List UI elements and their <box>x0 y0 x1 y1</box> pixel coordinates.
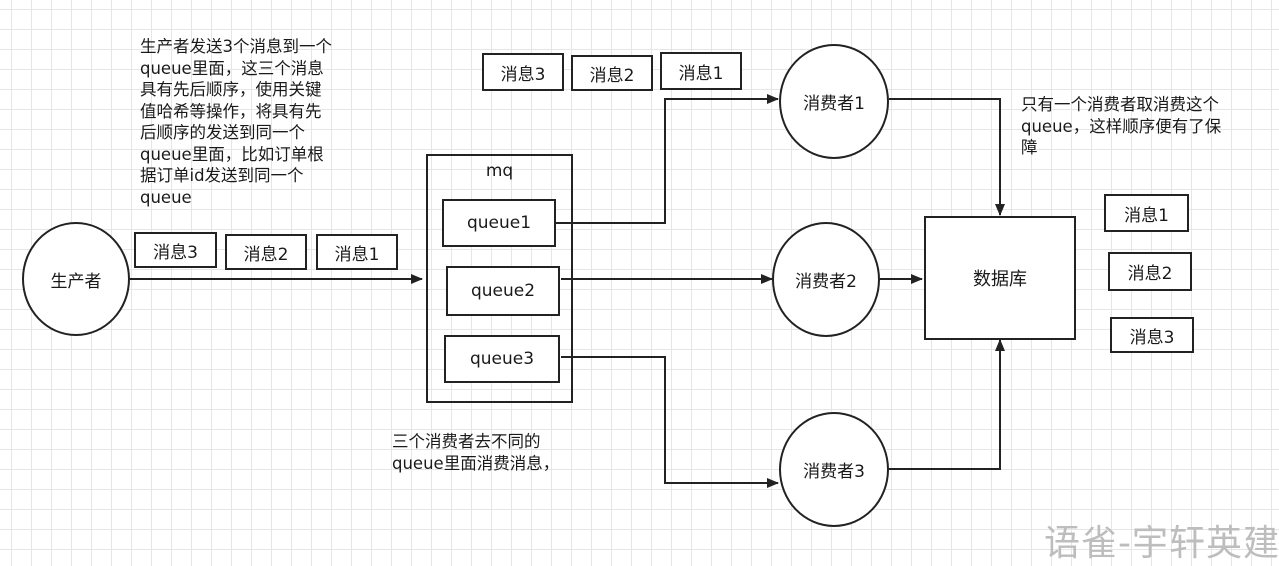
message-box[interactable]: 消息3 <box>1110 317 1194 353</box>
edge-queue3-consumer3 <box>561 356 779 488</box>
consumer1-label: 消费者1 <box>803 94 865 114</box>
consumer3-label: 消费者3 <box>803 462 865 482</box>
edge-consumer3-database <box>889 339 1005 470</box>
consumer1-node[interactable]: 消费者1 <box>779 44 889 159</box>
message-box[interactable]: 消息1 <box>660 52 742 90</box>
database-label: 数据库 <box>973 269 1027 290</box>
mq-container[interactable] <box>426 154 573 403</box>
queue1-box[interactable]: queue1 <box>442 199 556 247</box>
producer-note: 生产者发送3个消息到一个 queue里面，这三个消息 具有先后顺序，使用关键 值… <box>140 37 332 207</box>
consumer3-node[interactable]: 消费者3 <box>779 412 889 527</box>
message-box[interactable]: 消息1 <box>316 234 398 270</box>
bottom-note: 三个消费者去不同的 queue里面消费消息， <box>392 432 560 473</box>
mq-label: mq <box>485 161 514 181</box>
queue3-box[interactable]: queue3 <box>444 335 560 383</box>
producer-node[interactable]: 生产者 <box>22 222 130 336</box>
message-box[interactable]: 消息1 <box>1104 194 1189 232</box>
message-box[interactable]: 消息2 <box>1108 252 1192 291</box>
message-box[interactable]: 消息2 <box>225 234 307 270</box>
consumer2-node[interactable]: 消费者2 <box>772 222 880 337</box>
database-node[interactable]: 数据库 <box>924 216 1076 340</box>
queue2-box[interactable]: queue2 <box>446 266 560 316</box>
consumer-note: 只有一个消费者取消费这个 queue，这样顺序便有了保 障 <box>1021 95 1222 157</box>
message-box[interactable]: 消息3 <box>482 53 564 91</box>
message-box[interactable]: 消息2 <box>571 55 653 91</box>
edge-queue1-consumer1 <box>555 94 779 224</box>
edge-consumer1-database <box>889 98 1005 216</box>
message-box[interactable]: 消息3 <box>134 232 217 268</box>
producer-label: 生产者 <box>50 271 102 292</box>
consumer2-label: 消费者2 <box>795 272 857 292</box>
watermark: 语雀-宇轩英建 <box>1044 523 1279 564</box>
